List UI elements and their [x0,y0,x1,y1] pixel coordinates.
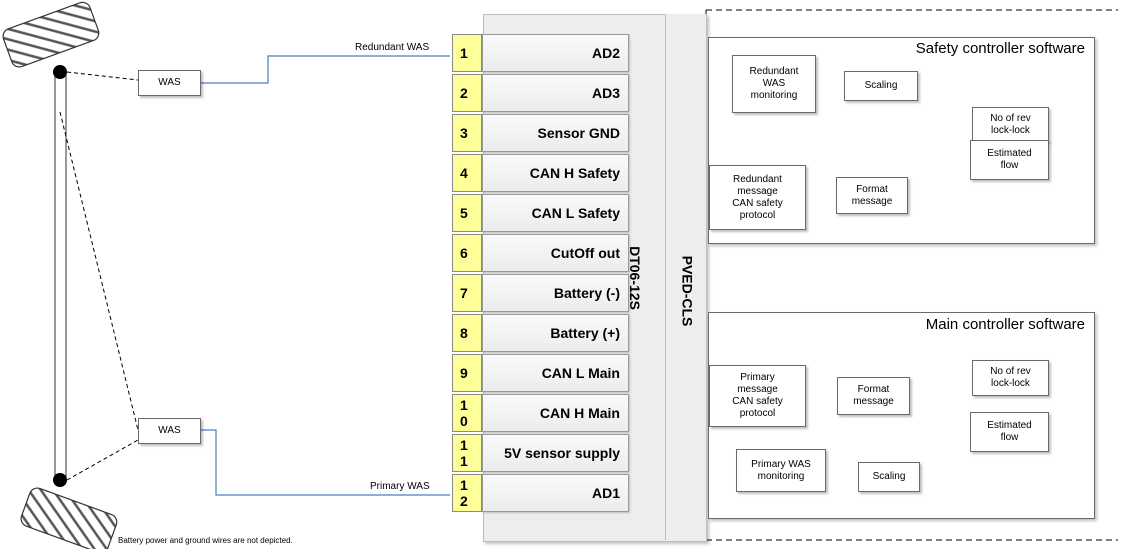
redundant-message-box: Redundant message CAN safety protocol [709,165,806,230]
was-sensor-bottom: WAS [138,418,201,444]
main-estimated-flow: Estimated flow [970,412,1049,452]
pin-label: CAN H Safety [482,154,629,192]
pin-label: 5V sensor supply [482,434,629,472]
pin-label: Sensor GND [482,114,629,152]
redundant-was-monitoring: Redundant WAS monitoring [732,55,816,113]
bottom-wheel-icon [20,487,118,549]
pin-label: AD3 [482,74,629,112]
pin-number: 5 [452,194,482,232]
pin-number: 6 [452,234,482,272]
safety-controller-title: Safety controller software [915,40,1085,57]
safety-scaling: Scaling [844,71,918,101]
primary-message-box: Primary message CAN safety protocol [709,365,806,427]
pin-number: 1 2 [452,474,482,512]
safety-format-message: Format message [836,177,908,214]
main-controller-title: Main controller software [925,316,1085,333]
pin-number: 1 1 [452,434,482,472]
was-sensor-top: WAS [138,70,201,96]
connector-name: DT06-12S [626,246,643,310]
pin-number: 4 [452,154,482,192]
pin-number: 3 [452,114,482,152]
primary-was-wire-label: Primary WAS [370,481,430,492]
main-rev-lock: No of rev lock-lock [972,360,1049,396]
pin-number: 1 [452,34,482,72]
pin-number: 9 [452,354,482,392]
pin-label: CutOff out [482,234,629,272]
axle [54,71,67,481]
safety-estimated-flow: Estimated flow [970,140,1049,180]
footnote: Battery power and ground wires are not d… [118,536,293,545]
pin-number: 8 [452,314,482,352]
pin-label: AD2 [482,34,629,72]
was-sensor-top-label: WAS [158,77,181,88]
pin-label: CAN H Main [482,394,629,432]
main-scaling: Scaling [858,462,920,492]
pin-number: 1 0 [452,394,482,432]
safety-rev-lock: No of rev lock-lock [972,107,1049,142]
top-wheel-icon [2,1,100,68]
was-sensor-bottom-label: WAS [158,425,181,436]
pin-label: Battery (-) [482,274,629,312]
pin-label: Battery (+) [482,314,629,352]
redundant-was-wire-label: Redundant WAS [355,42,430,53]
primary-was-monitoring: Primary WAS monitoring [736,449,826,492]
pin-label: CAN L Safety [482,194,629,232]
module-name: PVED-CLS [679,255,696,327]
pved-cls-strip [665,14,706,540]
pin-label: AD1 [482,474,629,512]
main-format-message: Format message [837,377,910,415]
pin-label: CAN L Main [482,354,629,392]
pin-number: 2 [452,74,482,112]
pin-number: 7 [452,274,482,312]
